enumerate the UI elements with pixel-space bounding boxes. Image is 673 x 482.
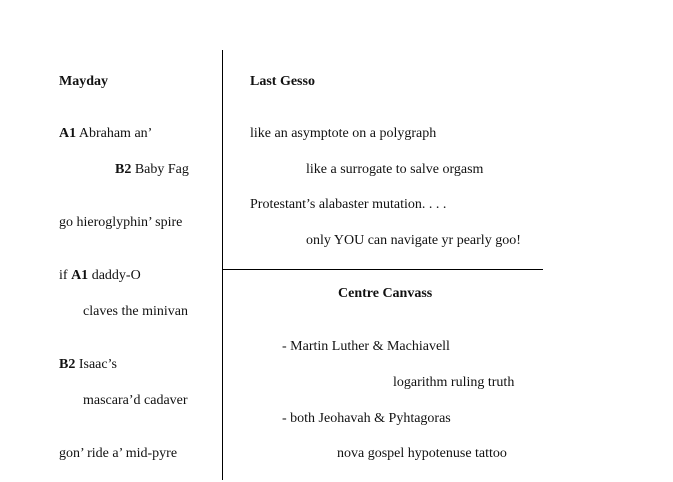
centre-canvass-line-2: logarithm ruling truth bbox=[393, 375, 515, 390]
centre-canvass-line-3: - both Jeohavah & Pyhtagoras bbox=[282, 411, 451, 426]
horizontal-divider bbox=[222, 269, 543, 270]
line-label: A1 bbox=[59, 126, 77, 141]
line-label: A1 bbox=[71, 268, 89, 283]
mayday-line-4: if A1 daddy-O bbox=[59, 268, 141, 284]
vertical-divider bbox=[222, 50, 223, 480]
last-gesso-line-2: like a surrogate to salve orgasm bbox=[306, 162, 484, 177]
mayday-line-3: go hieroglyphin’ spire bbox=[59, 215, 183, 230]
line-text: Baby Fag bbox=[131, 162, 189, 177]
line-text: Abraham an’ bbox=[76, 126, 153, 141]
line-text: Isaac’s bbox=[75, 357, 117, 372]
line-prefix: if bbox=[59, 268, 72, 283]
mayday-line-8: gon’ ride a’ mid-pyre bbox=[59, 446, 178, 461]
mayday-line-6: B2 Isaac’s bbox=[59, 357, 117, 373]
centre-canvass-line-4: nova gospel hypotenuse tattoo bbox=[337, 446, 507, 461]
mayday-line-7: mascara’d cadaver bbox=[83, 393, 188, 408]
mayday-line-2: B2 Baby Fag bbox=[115, 162, 189, 178]
centre-canvass-line-1: - Martin Luther & Machiavell bbox=[282, 339, 450, 354]
last-gesso-line-4: only YOU can navigate yr pearly goo! bbox=[306, 233, 521, 248]
last-gesso-title: Last Gesso bbox=[250, 74, 315, 89]
mayday-title: Mayday bbox=[59, 74, 108, 89]
line-label: B2 bbox=[59, 357, 76, 372]
last-gesso-line-1: like an asymptote on a polygraph bbox=[250, 126, 437, 141]
centre-canvass-title: Centre Canvass bbox=[338, 286, 433, 301]
mayday-line-5: claves the minivan bbox=[83, 304, 188, 319]
line-text: daddy-O bbox=[88, 268, 141, 283]
last-gesso-line-3: Protestant’s alabaster mutation. . . . bbox=[250, 197, 447, 212]
mayday-line-1: A1 Abraham an’ bbox=[59, 126, 152, 142]
line-label: B2 bbox=[115, 162, 132, 177]
